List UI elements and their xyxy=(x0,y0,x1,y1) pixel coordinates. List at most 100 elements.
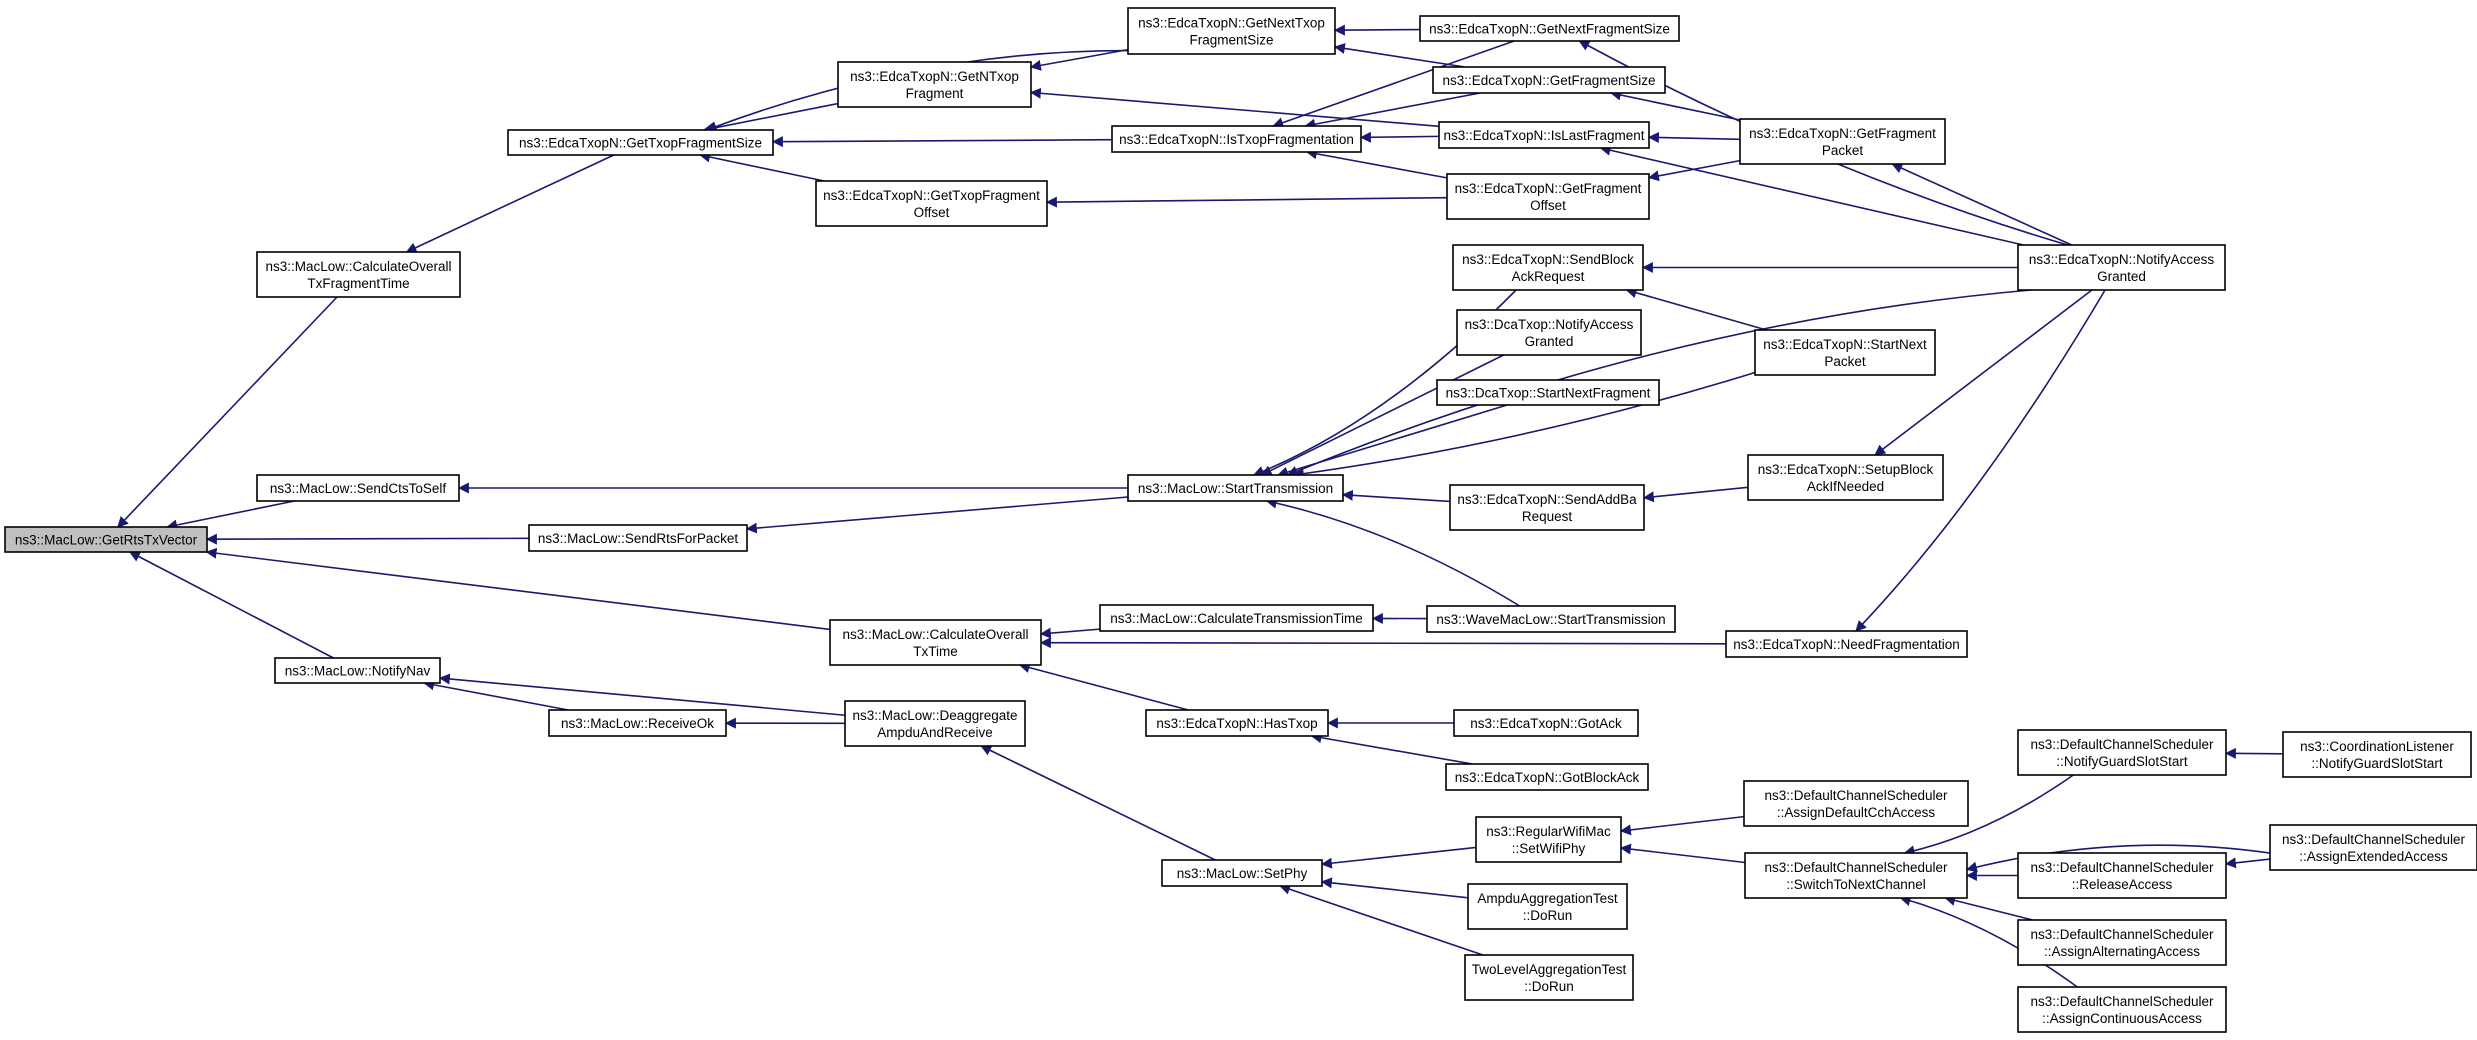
node-assignAlternating[interactable]: ns3::DefaultChannelScheduler::AssignAlte… xyxy=(2017,919,2227,966)
node-label-notifyAccess-1: Granted xyxy=(2097,269,2146,284)
node-label-getFragPacket-0: ns3::EdcaTxopN::GetFragment xyxy=(1749,126,1936,141)
edge-switchToNext-to-regularSetWifiPhy xyxy=(1619,843,1746,864)
edge-calcTx-to-getRts xyxy=(205,547,831,631)
node-label-startNextPacket-0: ns3::EdcaTxopN::StartNext xyxy=(1763,337,1927,352)
node-gotAck[interactable]: ns3::EdcaTxopN::GotAck xyxy=(1453,709,1639,737)
node-isLastFrag[interactable]: ns3::EdcaTxopN::IsLastFragment xyxy=(1438,121,1650,149)
node-gotBlockAck[interactable]: ns3::EdcaTxopN::GotBlockAck xyxy=(1445,763,1649,791)
node-box-dcaStartNext xyxy=(1436,379,1660,406)
edge-calcFrag-to-getRts xyxy=(117,296,338,528)
node-label-sendAddBa-1: Request xyxy=(1522,509,1573,524)
node-sendRts[interactable]: ns3::MacLow::SendRtsForPacket xyxy=(528,524,748,552)
node-label-assignAlternating-0: ns3::DefaultChannelScheduler xyxy=(2030,927,2214,942)
node-label-assignDefaultCch-1: ::AssignDefaultCchAccess xyxy=(1777,805,1936,820)
node-label-assignExtended-1: ::AssignExtendedAccess xyxy=(2299,849,2448,864)
node-getNextFragSize[interactable]: ns3::EdcaTxopN::GetNextFragmentSize xyxy=(1419,15,1680,42)
node-receiveOk[interactable]: ns3::MacLow::ReceiveOk xyxy=(548,709,727,737)
node-label-getNTxopFrag-1: Fragment xyxy=(906,86,964,101)
edge-assignAlternating-to-switchToNext xyxy=(1944,895,2033,921)
node-box-gotAck xyxy=(1453,709,1639,737)
node-calcFrag[interactable]: ns3::MacLow::CalculateOverallTxFragmentT… xyxy=(256,251,461,298)
edge-getTxopFragOffset-to-getTxopFragSize xyxy=(699,151,825,182)
edge-isLastFrag-to-getNTxopFrag xyxy=(1029,87,1440,128)
node-label-getTxopFragSize-0: ns3::EdcaTxopN::GetTxopFragmentSize xyxy=(519,136,762,151)
node-label-deagg-1: AmpduAndReceive xyxy=(877,725,993,740)
node-getRts[interactable]: ns3::MacLow::GetRtsTxVector xyxy=(4,526,208,553)
node-startTx[interactable]: ns3::MacLow::StartTransmission xyxy=(1127,474,1344,502)
node-label-startNextPacket-1: Packet xyxy=(1824,354,1866,369)
node-isTxopFrag[interactable]: ns3::EdcaTxopN::IsTxopFragmentation xyxy=(1111,125,1362,153)
node-notifyNav[interactable]: ns3::MacLow::NotifyNav xyxy=(274,657,441,684)
node-box-needFrag xyxy=(1725,630,1968,658)
node-box-gotBlockAck xyxy=(1445,763,1649,791)
node-getFragSize[interactable]: ns3::EdcaTxopN::GetFragmentSize xyxy=(1432,66,1666,94)
node-sendCts[interactable]: ns3::MacLow::SendCtsToSelf xyxy=(256,474,460,502)
edge-getFragPacket-to-isLastFrag xyxy=(1647,132,1741,144)
edge-getFragPacket-to-getFragSize xyxy=(1609,89,1741,121)
node-hasTxop[interactable]: ns3::EdcaTxopN::HasTxop xyxy=(1145,709,1329,737)
node-releaseAccess[interactable]: ns3::DefaultChannelScheduler::ReleaseAcc… xyxy=(2017,852,2227,899)
node-assignExtended[interactable]: ns3::DefaultChannelScheduler::AssignExte… xyxy=(2269,824,2477,871)
node-label-getFragPacket-1: Packet xyxy=(1822,143,1864,158)
node-label-calcTx-1: TxTime xyxy=(913,644,958,659)
edge-assignContinuous-to-switchToNext xyxy=(1899,895,2078,988)
edge-notifyAccess-to-setupBlockAck xyxy=(1874,289,2093,456)
node-waveStartTx[interactable]: ns3::WaveMacLow::StartTransmission xyxy=(1426,605,1676,633)
node-box-receiveOk xyxy=(548,709,727,737)
node-notifyGuardSlot[interactable]: ns3::DefaultChannelScheduler::NotifyGuar… xyxy=(2017,729,2227,776)
node-box-notifyGuardSlot xyxy=(2017,729,2227,776)
node-assignContinuous[interactable]: ns3::DefaultChannelScheduler::AssignCont… xyxy=(2017,986,2227,1033)
node-box-setPhy xyxy=(1161,859,1323,887)
node-label-startTx-0: ns3::MacLow::StartTransmission xyxy=(1138,481,1333,496)
node-assignDefaultCch[interactable]: ns3::DefaultChannelScheduler::AssignDefa… xyxy=(1743,780,1969,827)
edge-isTxopFrag-to-getTxopFragSize xyxy=(771,136,1113,148)
node-box-startNextPacket xyxy=(1754,329,1936,376)
node-box-ampduTest xyxy=(1467,883,1628,930)
nodes-layer: ns3::MacLow::GetRtsTxVectorns3::MacLow::… xyxy=(4,7,2477,1033)
edge-notifyAccess-to-isLastFrag xyxy=(1599,144,2024,246)
node-label-gotBlockAck-0: ns3::EdcaTxopN::GotBlockAck xyxy=(1455,770,1640,785)
node-needFrag[interactable]: ns3::EdcaTxopN::NeedFragmentation xyxy=(1725,630,1968,658)
node-ampduTest[interactable]: AmpduAggregationTest::DoRun xyxy=(1467,883,1628,930)
node-box-isLastFrag xyxy=(1438,121,1650,149)
node-regularSetWifiPhy[interactable]: ns3::RegularWifiMac::SetWifiPhy xyxy=(1475,816,1622,863)
node-label-regularSetWifiPhy-0: ns3::RegularWifiMac xyxy=(1486,824,1611,839)
node-label-dcaNotify-0: ns3::DcaTxop::NotifyAccess xyxy=(1465,317,1634,332)
node-coordListener[interactable]: ns3::CoordinationListener::NotifyGuardSl… xyxy=(2282,731,2472,778)
edge-calcTransTime-to-calcTx xyxy=(1039,627,1101,639)
edge-getTxopFragSize-to-calcFrag xyxy=(405,154,615,253)
node-label-calcFrag-0: ns3::MacLow::CalculateOverall xyxy=(265,259,451,274)
node-label-calcTransTime-0: ns3::MacLow::CalculateTransmissionTime xyxy=(1110,611,1363,626)
node-box-getRts xyxy=(4,526,208,553)
node-setPhy[interactable]: ns3::MacLow::SetPhy xyxy=(1161,859,1323,887)
edge-getFragSize-to-getNextTxopFragSize xyxy=(1333,43,1465,68)
node-label-regularSetWifiPhy-1: ::SetWifiPhy xyxy=(1512,841,1586,856)
node-twoLevelTest[interactable]: TwoLevelAggregationTest::DoRun xyxy=(1464,954,1634,1001)
node-calcTransTime[interactable]: ns3::MacLow::CalculateTransmissionTime xyxy=(1099,604,1374,632)
edge-dcaStartNext-to-startTx xyxy=(1276,404,1508,478)
edge-getNextFragSize-to-getNextTxopFragSize xyxy=(1333,24,1421,36)
edge-isLastFrag-to-isTxopFrag xyxy=(1359,131,1440,143)
node-dcaStartNext[interactable]: ns3::DcaTxop::StartNextFragment xyxy=(1436,379,1660,406)
node-switchToNext[interactable]: ns3::DefaultChannelScheduler::SwitchToNe… xyxy=(1744,852,1968,899)
node-label-assignExtended-0: ns3::DefaultChannelScheduler xyxy=(2282,832,2466,847)
node-label-isLastFrag-0: ns3::EdcaTxopN::IsLastFragment xyxy=(1443,128,1644,143)
edge-assignExtended-to-releaseAccess xyxy=(2224,857,2271,869)
edge-regularSetWifiPhy-to-setPhy xyxy=(1320,846,1477,869)
node-label-sendCts-0: ns3::MacLow::SendCtsToSelf xyxy=(270,481,447,496)
node-box-startTx xyxy=(1127,474,1344,502)
node-getTxopFragSize[interactable]: ns3::EdcaTxopN::GetTxopFragmentSize xyxy=(507,129,774,156)
